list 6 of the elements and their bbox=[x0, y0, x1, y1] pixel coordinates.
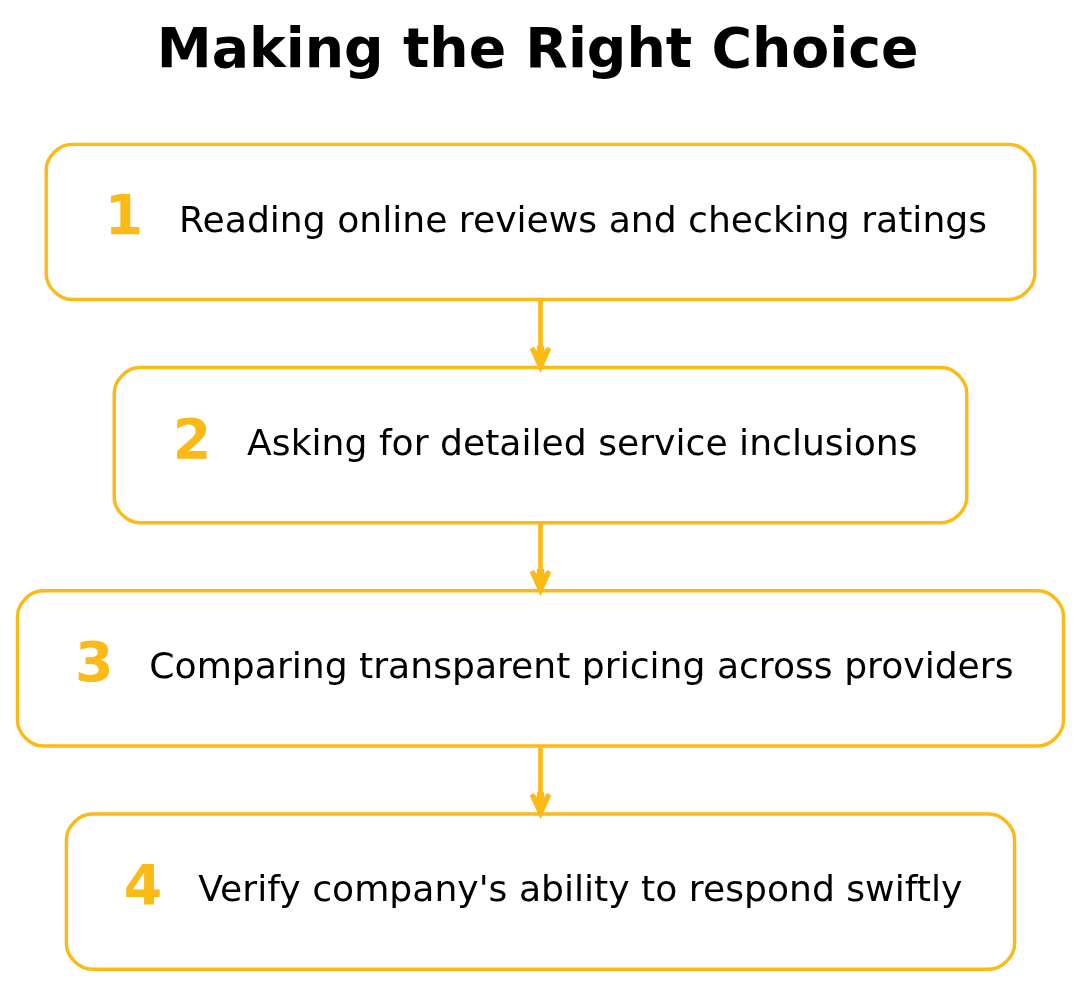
diagram-title: Making the Right Choice bbox=[156, 16, 919, 81]
arrow bbox=[529, 300, 551, 370]
node-box: 4 Verify company's ability to respond swiftly bbox=[64, 812, 1016, 971]
node-box: 1 Reading online reviews and checking ratings bbox=[44, 142, 1036, 302]
node-box: 3 Comparing transparent pricing across providers bbox=[15, 589, 1065, 748]
node-box: 2 Asking for detailed service inclusions bbox=[112, 365, 968, 525]
